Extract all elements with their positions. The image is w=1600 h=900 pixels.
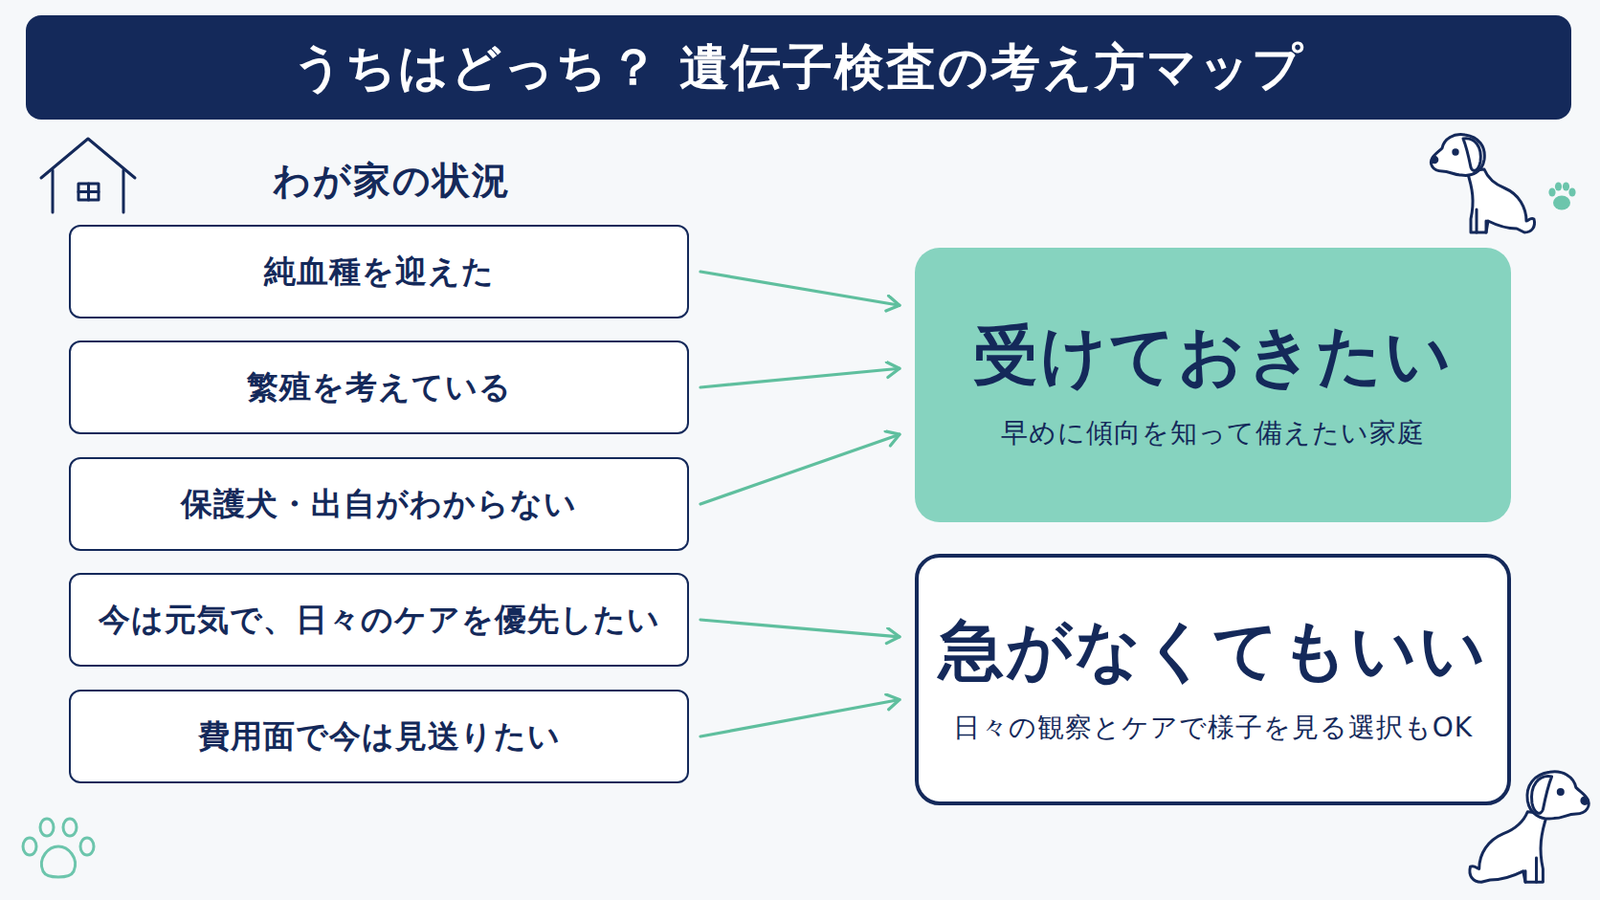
title-text: うちはどっち？ 遺伝子検査の考え方マップ xyxy=(292,34,1305,102)
dog-leg xyxy=(1476,209,1487,233)
arrow-connector xyxy=(700,434,900,505)
paw-pad xyxy=(41,846,75,878)
box-heading: 繁殖を考えている xyxy=(246,366,512,410)
dog-illustration xyxy=(1430,134,1534,233)
dog-head xyxy=(1527,772,1589,820)
dog-eye xyxy=(1557,789,1563,795)
column-heading: わが家の状況 xyxy=(272,155,512,207)
arrow-connector xyxy=(700,620,900,638)
dog-nose xyxy=(1581,798,1588,804)
dog-head xyxy=(1430,134,1485,177)
paw-pad xyxy=(1553,196,1571,211)
paw-toe xyxy=(63,819,77,837)
box-subtext: 日々の観察とケアで様子を見る選択もOK xyxy=(953,710,1473,747)
box-heading: 受けておきたい xyxy=(973,318,1454,394)
situation-box: 費用面で今は見送りたい xyxy=(68,689,689,784)
paw-toe xyxy=(1555,181,1562,191)
box-heading: 純血種を迎えた xyxy=(264,250,495,294)
arrow-connector xyxy=(700,368,900,388)
result-box: 受けておきたい早めに傾向を知って備えたい家庭 xyxy=(914,247,1512,523)
title-bar: うちはどっち？ 遺伝子検査の考え方マップ xyxy=(25,15,1572,120)
paw-toe xyxy=(1562,181,1570,191)
paw-toe xyxy=(1548,187,1556,197)
dog-leg xyxy=(1525,858,1537,883)
paw-print xyxy=(1548,181,1576,210)
arrow-connector xyxy=(700,700,900,737)
house-roof xyxy=(41,138,135,178)
box-heading: 保護犬・出自がわからない xyxy=(180,483,578,527)
house-window-frame xyxy=(78,183,99,200)
dog-ear xyxy=(1463,138,1481,172)
paw-toe xyxy=(40,819,54,837)
situation-box: 純血種を迎えた xyxy=(68,224,689,319)
dog-eye xyxy=(1453,150,1458,155)
box-subtext: 早めに傾向を知って備えたい家庭 xyxy=(1000,415,1425,452)
house-window xyxy=(78,183,99,200)
box-heading: 急がなくてもいい xyxy=(938,613,1489,689)
dog-nose xyxy=(1431,156,1438,163)
paw-toe xyxy=(22,838,37,856)
result-box: 急がなくてもいい日々の観察とケアで様子を見る選択もOK xyxy=(914,554,1512,806)
box-heading: 費用面で今は見送りたい xyxy=(198,715,561,759)
house-icon xyxy=(41,138,135,213)
dog-ear xyxy=(1532,777,1553,815)
dog-body xyxy=(1466,169,1535,233)
paw-print xyxy=(22,819,94,878)
house-wall xyxy=(52,170,124,213)
arrow-connector xyxy=(700,271,900,306)
situation-box: 今は元気で、日々のケアを優先したい xyxy=(68,573,689,667)
box-heading: 今は元気で、日々のケアを優先したい xyxy=(98,599,661,643)
paw-toe xyxy=(80,838,94,856)
paw-toe xyxy=(1568,187,1576,197)
dog-body xyxy=(1469,812,1548,884)
situation-box: 保護犬・出自がわからない xyxy=(68,457,689,552)
situation-box: 繁殖を考えている xyxy=(68,340,689,435)
